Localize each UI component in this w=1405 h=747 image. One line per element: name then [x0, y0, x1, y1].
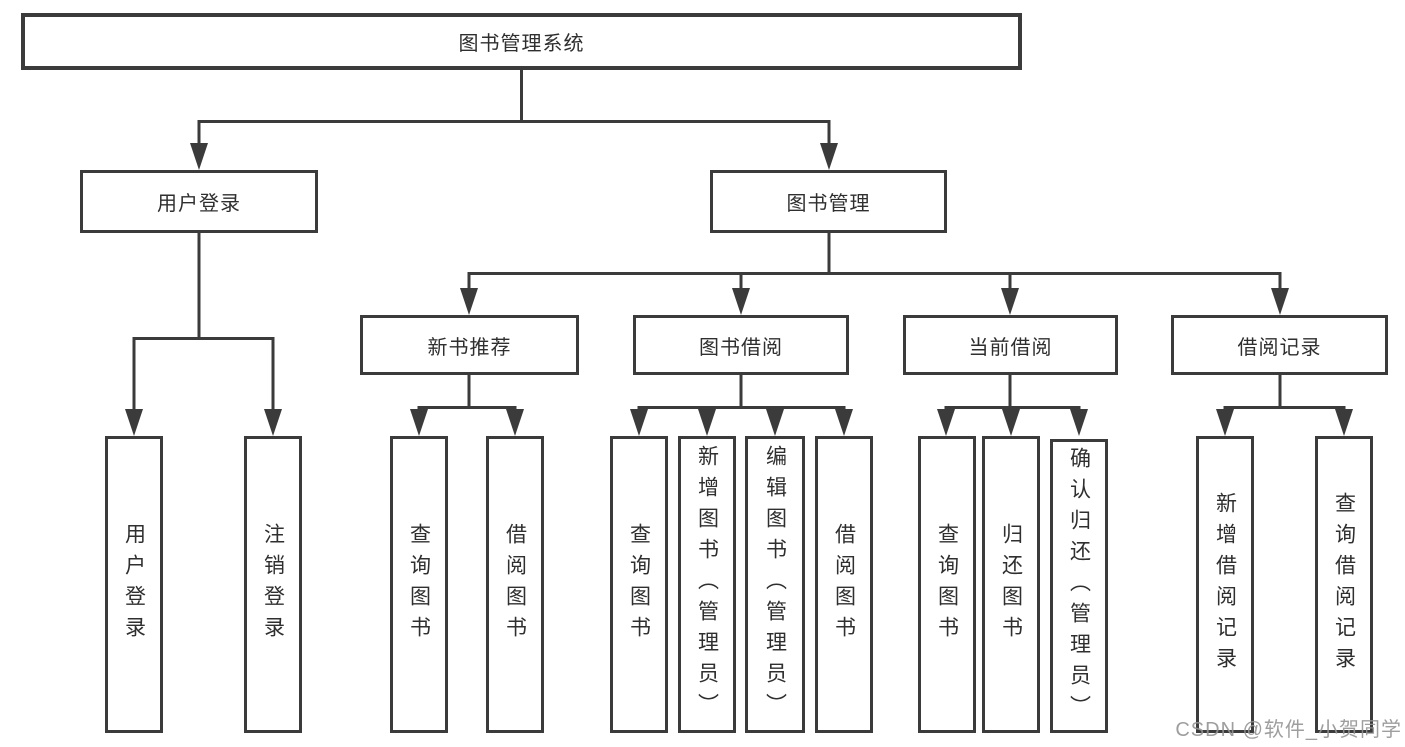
node-book-borrowing: 图书借阅: [633, 315, 849, 375]
arrowhead: [1002, 409, 1020, 436]
leaf-logout-label: 注销登录: [261, 522, 285, 647]
node-new-book-recommend-label: 新书推荐: [427, 336, 512, 359]
csdn-watermark: CSDN @软件_小贺同学: [1175, 719, 1402, 741]
arrowhead: [766, 409, 784, 436]
leaf-bb-borrow-book-label: 借阅图书: [832, 522, 856, 647]
leaf-bb-edit-book-admin: 编辑图书（管理员）: [745, 436, 805, 733]
arrowhead: [698, 409, 716, 436]
leaf-cb-query-book-label: 查询图书: [935, 522, 959, 647]
arrowhead: [820, 143, 838, 170]
leaf-user-login-label: 用户登录: [122, 522, 146, 647]
leaf-cb-return-book-label: 归还图书: [999, 522, 1023, 647]
connector-root-to-level2: [197, 70, 831, 146]
arrowhead: [1271, 288, 1289, 315]
connector-lines: [132, 70, 1346, 413]
leaf-rec-borrow-book-label: 借阅图书: [503, 522, 527, 647]
leaf-br-query-record: 查询借阅记录: [1315, 436, 1373, 733]
node-current-borrowing: 当前借阅: [903, 315, 1118, 375]
leaf-bb-add-book-admin: 新增图书（管理员）: [678, 436, 736, 733]
arrowhead: [190, 143, 208, 170]
connector-new-book-rec-to-leaves: [417, 375, 517, 413]
arrowhead: [506, 409, 524, 436]
arrowhead: [835, 409, 853, 436]
node-book-management-label: 图书管理: [786, 193, 871, 215]
arrowheads: [125, 143, 1353, 436]
arrowhead: [732, 288, 750, 315]
connector-book-borrow-to-leaves: [637, 375, 846, 413]
node-borrowing-records-label: 借阅记录: [1237, 336, 1322, 359]
arrowhead: [125, 409, 143, 436]
node-user-login-label: 用户登录: [157, 193, 241, 215]
leaf-br-add-record-label: 新增借阅记录: [1213, 491, 1237, 678]
node-book-borrowing-label: 图书借阅: [699, 336, 783, 359]
leaf-bb-edit-book-admin-label: 编辑图书（管理员）: [763, 445, 787, 724]
arrowhead: [410, 409, 428, 436]
node-root-label: 图书管理系统: [458, 33, 585, 55]
leaf-br-add-record: 新增借阅记录: [1196, 436, 1254, 733]
node-borrowing-records: 借阅记录: [1171, 315, 1388, 375]
node-root: 图书管理系统: [21, 13, 1022, 70]
leaf-cb-confirm-return-admin-label: 确认归还（管理员）: [1067, 446, 1091, 726]
leaf-bb-borrow-book: 借阅图书: [815, 436, 873, 733]
leaf-rec-query-book-label: 查询图书: [407, 522, 431, 647]
leaf-bb-add-book-admin-label: 新增图书（管理员）: [695, 445, 719, 724]
leaf-br-query-record-label: 查询借阅记录: [1332, 491, 1356, 678]
leaf-cb-query-book: 查询图书: [918, 436, 976, 733]
arrowhead: [1070, 409, 1088, 436]
leaf-rec-query-book: 查询图书: [390, 436, 448, 733]
leaf-bb-query-book: 查询图书: [610, 436, 668, 733]
arrowhead: [937, 409, 955, 436]
leaf-cb-return-book: 归还图书: [982, 436, 1040, 733]
leaf-cb-confirm-return-admin: 确认归还（管理员）: [1050, 439, 1108, 733]
arrowhead: [1001, 288, 1019, 315]
leaf-logout: 注销登录: [244, 436, 302, 733]
arrowhead: [1216, 409, 1234, 436]
leaf-user-login: 用户登录: [105, 436, 163, 733]
arrowhead: [264, 409, 282, 436]
arrowhead: [1335, 409, 1353, 436]
node-book-management: 图书管理: [710, 170, 947, 233]
node-user-login: 用户登录: [80, 170, 318, 233]
node-current-borrowing-label: 当前借阅: [968, 336, 1053, 359]
connector-book-mgmt-to-level3: [467, 233, 1282, 290]
node-new-book-recommend: 新书推荐: [360, 315, 579, 375]
arrowhead: [460, 288, 478, 315]
leaf-bb-query-book-label: 查询图书: [627, 522, 651, 647]
arrowhead: [630, 409, 648, 436]
leaf-rec-borrow-book: 借阅图书: [486, 436, 544, 733]
connector-current-borrow-to-leaves: [944, 375, 1081, 413]
connector-user-login-to-leaves: [132, 233, 275, 411]
connector-borrow-record-to-leaves: [1223, 375, 1346, 413]
